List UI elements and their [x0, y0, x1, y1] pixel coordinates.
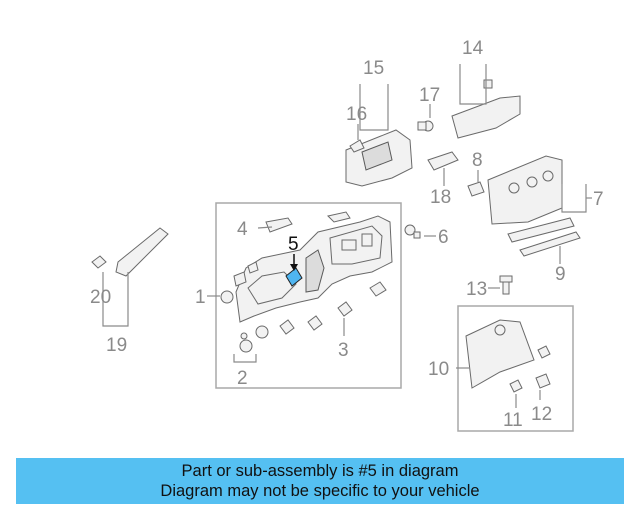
- callout-14: 14: [462, 38, 484, 59]
- callout-20: 20: [90, 287, 111, 308]
- part-4-bracket: [265, 217, 293, 233]
- callout-6: 6: [438, 227, 449, 248]
- callout-12: 12: [531, 404, 552, 425]
- part-7-center-panel: [487, 155, 563, 225]
- callout-15: 15: [363, 58, 384, 79]
- part-14-latch: [483, 79, 493, 89]
- callout-13: 13: [466, 279, 487, 300]
- leader-lines: [102, 64, 592, 408]
- part-5-highlighted: [285, 267, 303, 287]
- part-11-clip: [509, 379, 523, 393]
- part-2-clips: [239, 325, 269, 353]
- part-6-bolt: [404, 224, 421, 239]
- callout-18: 18: [430, 187, 451, 208]
- part-3-clips: [279, 281, 387, 335]
- part-20-clip: [91, 255, 107, 269]
- part-18-trim: [427, 151, 459, 171]
- part-10-lower-panel: [465, 319, 535, 389]
- callout-4: 4: [237, 219, 248, 240]
- callout-2: 2: [237, 368, 248, 389]
- part-1-knob: [220, 290, 234, 304]
- banner-line-2: Diagram may not be specific to your vehi…: [160, 482, 480, 500]
- callout-5: 5: [288, 234, 299, 255]
- part-14-glove-box: [451, 95, 521, 139]
- part-5-arrow: [290, 254, 298, 271]
- callouts: 1 2 3 4 5 6 7 8 9 10 11 12 13 14 15 16 1…: [90, 38, 604, 431]
- part-15-console-frame: [345, 129, 413, 187]
- callout-7: 7: [593, 189, 604, 210]
- callout-9: 9: [555, 264, 566, 285]
- part-16-clip: [349, 139, 365, 153]
- part-13-bolt: [499, 275, 513, 295]
- part-8-vent: [467, 181, 485, 197]
- banner-line-1: Part or sub-assembly is #5 in diagram: [181, 462, 459, 480]
- callout-17: 17: [419, 85, 440, 106]
- part-9-lower-strip: [519, 231, 581, 257]
- callout-8: 8: [472, 150, 483, 171]
- part-9-strip: [507, 217, 575, 243]
- small-clip: [537, 345, 551, 359]
- info-banner: Part or sub-assembly is #5 in diagram Di…: [16, 458, 624, 504]
- part-19-side-bracket: [115, 227, 169, 277]
- callout-16: 16: [346, 104, 367, 125]
- instrument-panel-part: [233, 215, 393, 323]
- part-12-clip: [535, 373, 551, 389]
- callout-11: 11: [503, 410, 523, 431]
- callout-1: 1: [195, 287, 206, 308]
- callout-10: 10: [428, 359, 449, 380]
- upper-clip: [327, 211, 351, 223]
- part-17-bolt: [417, 120, 434, 132]
- callout-19: 19: [106, 335, 127, 356]
- callout-3: 3: [338, 340, 349, 361]
